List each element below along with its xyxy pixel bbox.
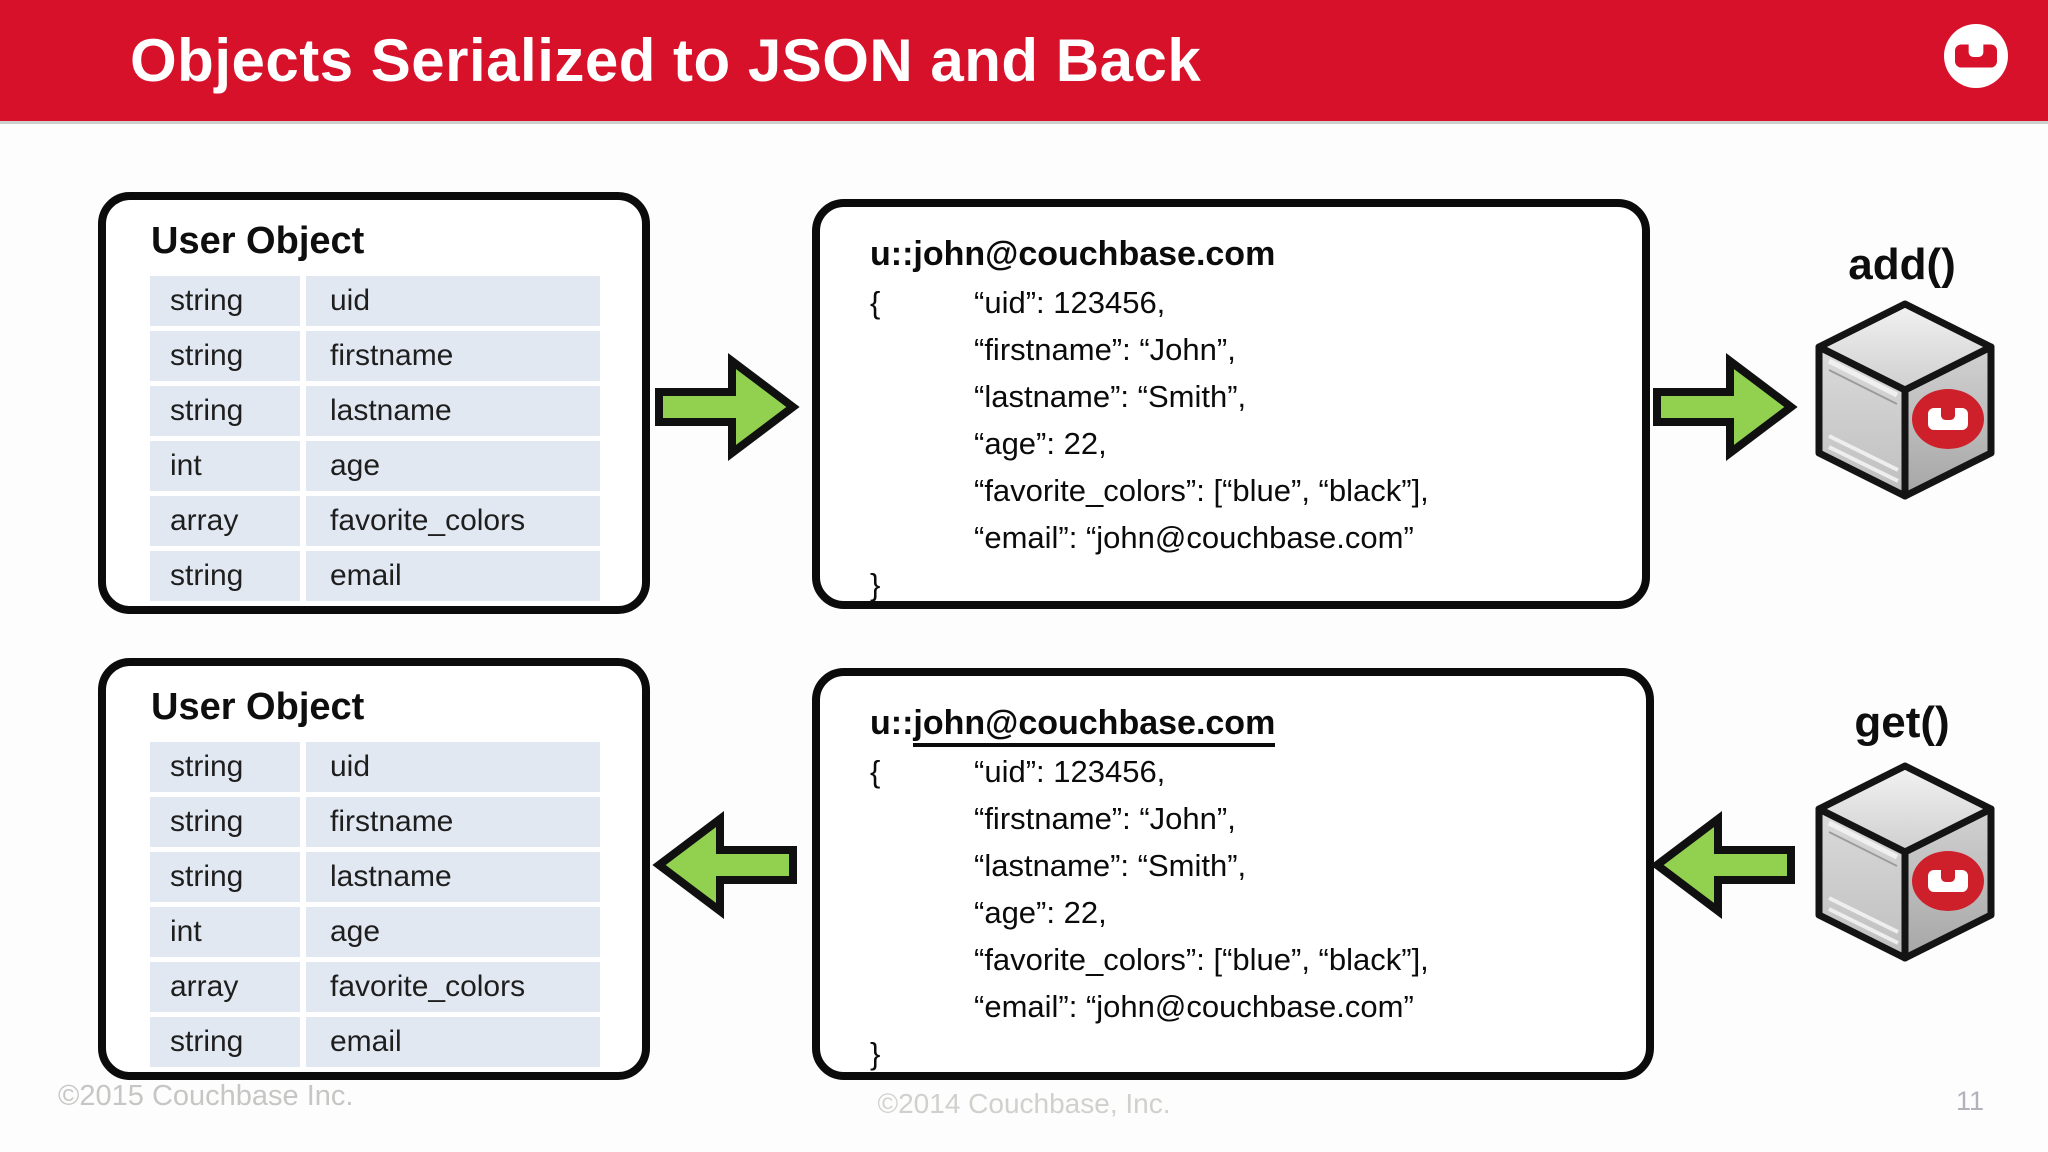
field-name: lastname	[306, 852, 600, 902]
field-type: string	[150, 331, 300, 381]
json-line: “email”: “john@couchbase.com”	[974, 520, 1414, 555]
field-name: email	[306, 1017, 600, 1067]
get-operation-label: get()	[1854, 698, 1950, 747]
page-number: 11	[1956, 1086, 1985, 1116]
json-line: “lastname”: “Smith”,	[974, 848, 1247, 883]
page-title: Objects Serialized to JSON and Back	[130, 27, 1202, 94]
table-row: array favorite_colors	[150, 496, 600, 546]
table-row: string uid	[150, 742, 600, 792]
field-name: lastname	[306, 386, 600, 436]
table-row: string uid	[150, 276, 600, 326]
couchbase-logo-icon	[1944, 24, 2008, 88]
document-key: u::john@couchbase.com	[870, 700, 1626, 747]
table-row: string email	[150, 1017, 600, 1067]
user-object-title: User Object	[151, 686, 365, 728]
key-email: john@couchbase.com	[913, 704, 1276, 747]
user-object-table: string uid string firstname string lastn…	[150, 742, 600, 1067]
header-bar: Objects Serialized to JSON and Back	[0, 0, 2048, 124]
serialize-arrow-icon	[652, 348, 800, 466]
json-line: “favorite_colors”: [“blue”, “black”],	[974, 942, 1429, 977]
key-prefix: u::	[870, 704, 914, 742]
json-line: “firstname”: “John”,	[974, 801, 1236, 836]
field-name: favorite_colors	[306, 496, 600, 546]
get-arrow-icon	[1650, 806, 1798, 924]
field-type: string	[150, 551, 300, 601]
field-type: string	[150, 797, 300, 847]
field-name: uid	[306, 276, 600, 326]
key-email: john@couchbase.com	[913, 235, 1276, 273]
field-name: firstname	[306, 331, 600, 381]
field-name: firstname	[306, 797, 600, 847]
field-type: array	[150, 496, 300, 546]
field-type: string	[150, 852, 300, 902]
couchbase-server-icon	[1808, 760, 2003, 965]
table-row: string lastname	[150, 386, 600, 436]
field-type: array	[150, 962, 300, 1012]
field-type: string	[150, 1017, 300, 1067]
copyright-left: ©2015 Couchbase Inc.	[58, 1080, 354, 1112]
user-object-box-bottom: User Object string uid string firstname …	[98, 658, 650, 1080]
json-document-box-top: u::john@couchbase.com {“uid”: 123456, “f…	[812, 199, 1650, 609]
json-line: “lastname”: “Smith”,	[974, 379, 1247, 414]
field-type: int	[150, 907, 300, 957]
couchbase-server-icon	[1808, 298, 2003, 503]
copyright-center: ©2014 Couchbase, Inc.	[877, 1088, 1171, 1119]
document-key: u::john@couchbase.com	[870, 231, 1622, 277]
json-line: “favorite_colors”: [“blue”, “black”],	[974, 473, 1429, 508]
table-row: int age	[150, 907, 600, 957]
field-name: age	[306, 907, 600, 957]
table-row: int age	[150, 441, 600, 491]
json-line: {“uid”: 123456,	[870, 754, 1166, 789]
table-row: string firstname	[150, 797, 600, 847]
user-object-title: User Object	[151, 220, 365, 262]
json-line: {“uid”: 123456,	[870, 285, 1166, 320]
json-line: “age”: 22,	[974, 426, 1107, 461]
json-document-box-bottom: u::john@couchbase.com {“uid”: 123456, “f…	[812, 668, 1654, 1080]
field-name: age	[306, 441, 600, 491]
add-operation-label: add()	[1848, 240, 1956, 289]
user-object-box-top: User Object string uid string firstname …	[98, 192, 650, 614]
json-line: }	[870, 1036, 881, 1071]
table-row: string lastname	[150, 852, 600, 902]
field-type: string	[150, 386, 300, 436]
table-row: string firstname	[150, 331, 600, 381]
json-line: “firstname”: “John”,	[974, 332, 1236, 367]
table-row: array favorite_colors	[150, 962, 600, 1012]
json-line: “age”: 22,	[974, 895, 1107, 930]
json-line: }	[870, 567, 881, 602]
deserialize-arrow-icon	[652, 806, 800, 924]
field-name: uid	[306, 742, 600, 792]
field-name: favorite_colors	[306, 962, 600, 1012]
field-name: email	[306, 551, 600, 601]
user-object-table: string uid string firstname string lastn…	[150, 276, 600, 601]
table-row: string email	[150, 551, 600, 601]
field-type: int	[150, 441, 300, 491]
field-type: string	[150, 742, 300, 792]
key-prefix: u::	[870, 235, 914, 273]
json-line: “email”: “john@couchbase.com”	[974, 989, 1414, 1024]
field-type: string	[150, 276, 300, 326]
add-arrow-icon	[1650, 348, 1798, 466]
